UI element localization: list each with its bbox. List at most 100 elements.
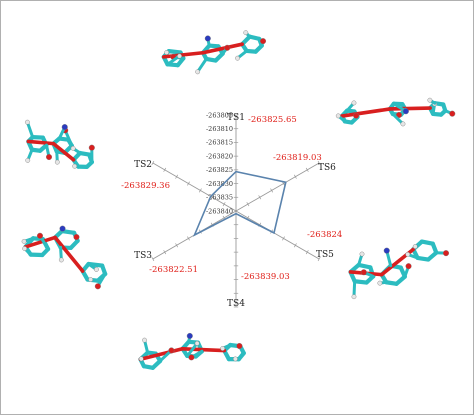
bond [51, 141, 76, 162]
atom [220, 346, 226, 351]
atom [402, 108, 409, 115]
bond [165, 54, 182, 66]
scale-tick-label: -263830 [206, 180, 233, 188]
atom [236, 342, 243, 349]
axis-tick-mark [198, 188, 202, 193]
atom [94, 283, 101, 290]
atom [70, 145, 76, 151]
axis-tick-mark [270, 188, 274, 193]
molecule-structure [138, 332, 246, 370]
atom [54, 159, 60, 165]
axis-label-ts3: TS3 [134, 251, 152, 261]
molecule-structure [21, 225, 108, 290]
axis-tick-mark [293, 174, 297, 179]
atom [442, 250, 449, 257]
bond [340, 107, 392, 118]
axis-label-ts2: TS2 [134, 160, 152, 170]
bond [201, 42, 244, 55]
axis-tick-mark [258, 195, 262, 200]
value-label-ts4: -263839.03 [241, 272, 290, 282]
radar-axis [235, 162, 320, 212]
bond [196, 57, 208, 74]
axis-tick-mark [305, 167, 309, 172]
axis-tick-mark [222, 202, 226, 207]
atom [61, 124, 68, 131]
atom [88, 144, 95, 151]
axis-tick-mark [210, 195, 214, 200]
atom [243, 30, 249, 36]
atom [351, 100, 357, 106]
bond [180, 346, 227, 353]
atom [46, 154, 53, 161]
radar-chart: -263805 -263810 -263815 -263820 -263825 -2638… [121, 111, 342, 309]
axis-tick-mark [317, 160, 321, 166]
atom [25, 158, 31, 163]
bond [388, 106, 432, 111]
molecule-structure [348, 239, 449, 300]
value-label-ts6: -263819.03 [273, 153, 322, 163]
bond [430, 241, 439, 255]
atom [260, 38, 267, 45]
atom [353, 112, 360, 119]
molecule-structure [161, 30, 267, 75]
value-label-ts1: -263825.65 [248, 115, 297, 125]
atom [177, 53, 182, 59]
atom [93, 267, 99, 272]
bond [185, 341, 199, 358]
atom [360, 269, 367, 276]
scale-tick-label: -263815 [206, 139, 233, 147]
atom [73, 234, 80, 241]
atom [395, 111, 402, 118]
radar-axis [235, 210, 320, 260]
scale-tick-label: -263820 [206, 152, 233, 160]
bond [138, 346, 185, 362]
axis-label-ts1: TS1 [227, 113, 245, 123]
axis-tick-mark [293, 243, 297, 248]
axis-tick-mark [175, 243, 179, 248]
bond [352, 279, 357, 299]
value-label-ts3: -263822.51 [149, 265, 198, 275]
axis-tick-mark [317, 256, 321, 262]
axis-label-ts4: TS4 [227, 299, 245, 309]
atom [194, 340, 200, 346]
axis-tick-mark [305, 250, 309, 255]
atom [25, 119, 30, 125]
atom [427, 97, 433, 103]
atom [138, 356, 144, 362]
bond [25, 120, 35, 139]
bond [26, 139, 56, 146]
axis-tick-mark [187, 181, 190, 186]
atom [383, 247, 390, 254]
atom [72, 163, 78, 169]
atom [233, 356, 238, 362]
axis-tick-mark [163, 250, 167, 255]
axis-tick-mark [151, 160, 155, 166]
atom [335, 113, 341, 119]
atom [58, 257, 64, 263]
bond [23, 235, 57, 249]
atom [88, 277, 94, 282]
atom [164, 50, 170, 55]
atom [195, 69, 201, 75]
axis-tick-mark [175, 174, 179, 179]
scale-tick-label: -263805 [206, 111, 233, 119]
atom [405, 263, 412, 270]
molecule-structure [335, 97, 456, 127]
scale-tick-label: -263810 [206, 125, 233, 133]
axis-tick-mark [151, 256, 155, 262]
atom [59, 225, 66, 232]
atom [412, 244, 418, 249]
atom [224, 44, 231, 51]
scale-tick-label: -263840 [206, 207, 233, 215]
atom [142, 337, 147, 343]
atom [359, 251, 365, 257]
axis-tick-mark [246, 202, 250, 207]
bond [161, 50, 205, 59]
atom [36, 232, 43, 239]
atom [235, 55, 240, 61]
scale-tick-label: -263825 [206, 166, 233, 174]
value-label-ts2: -263829.36 [121, 181, 170, 191]
atom [22, 246, 28, 251]
molecule-structure [25, 119, 95, 170]
axis-tick-mark [282, 236, 285, 241]
